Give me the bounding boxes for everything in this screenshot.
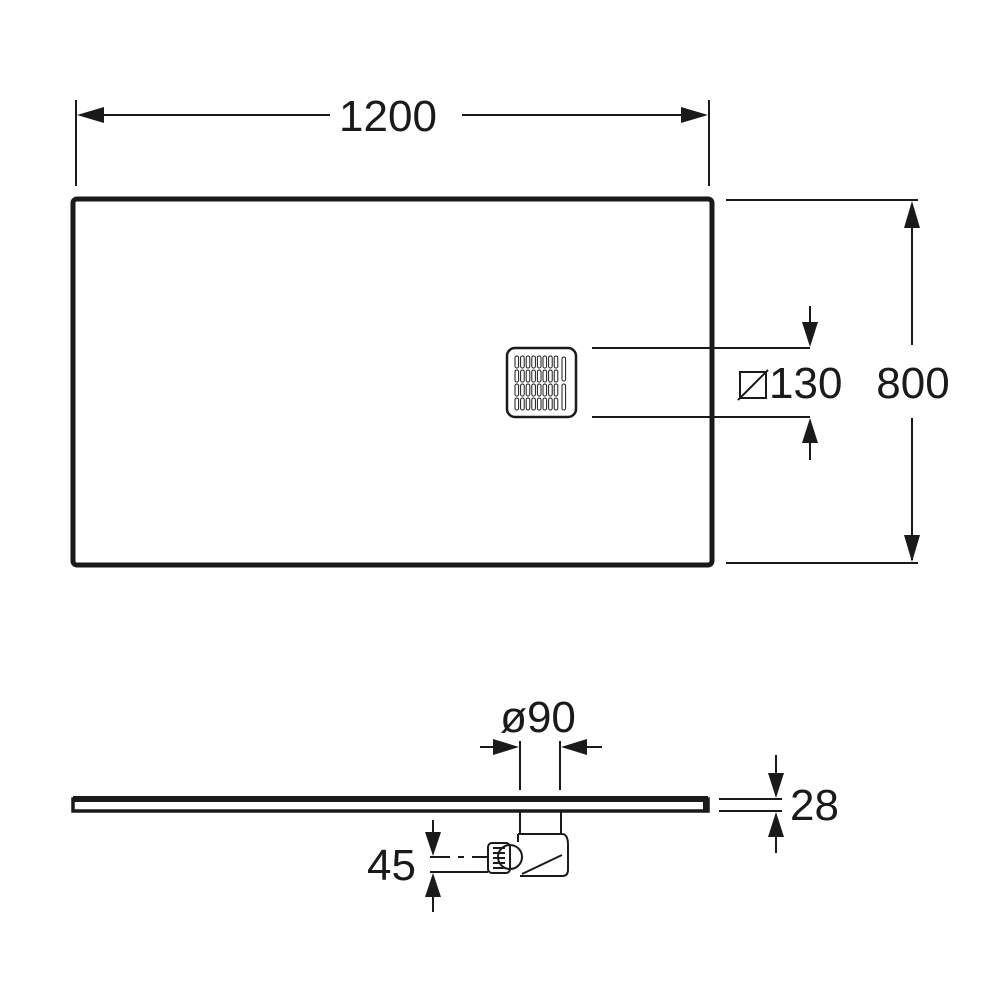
drain-slot bbox=[542, 369, 548, 383]
drain-slot bbox=[553, 355, 559, 369]
drain-size-label: 130 bbox=[769, 359, 842, 408]
tray-outline bbox=[70, 196, 715, 568]
drain-slot bbox=[553, 397, 559, 411]
drain-slot bbox=[542, 355, 548, 369]
trap-height-label: 45 bbox=[367, 841, 416, 890]
drain-grate bbox=[505, 346, 578, 419]
thickness-dimension: 28 bbox=[719, 755, 839, 853]
depth-label: 800 bbox=[876, 359, 949, 408]
waste-diameter-label: ø90 bbox=[500, 693, 576, 742]
drain-slot bbox=[553, 383, 559, 397]
width-dimension: 1200 bbox=[75, 92, 710, 186]
arrow-up-icon bbox=[768, 812, 784, 837]
drain-slot bbox=[514, 369, 520, 383]
arrow-up-icon bbox=[802, 418, 818, 443]
arrow-down-icon bbox=[425, 832, 441, 856]
drain-slot bbox=[514, 355, 520, 369]
drain-slot bbox=[548, 369, 553, 383]
waste-pipe bbox=[487, 741, 569, 877]
drain-slot bbox=[536, 369, 542, 383]
drain-slot bbox=[525, 397, 531, 411]
drain-slot bbox=[561, 356, 567, 382]
arrow-down-icon bbox=[768, 773, 784, 798]
drain-slot bbox=[531, 369, 536, 383]
width-label: 1200 bbox=[339, 92, 437, 141]
drain-slot bbox=[525, 355, 531, 369]
drain-slot bbox=[520, 397, 525, 411]
side-view: ø90 28 45 bbox=[71, 693, 839, 912]
trap-height-dimension: 45 bbox=[367, 820, 488, 912]
arrow-left-icon bbox=[77, 107, 104, 123]
drain-slot bbox=[520, 369, 525, 383]
drain-slot bbox=[514, 397, 520, 411]
drain-slot bbox=[531, 355, 536, 369]
drain-slot bbox=[531, 383, 536, 397]
drain-slot bbox=[536, 355, 542, 369]
arrow-down-icon bbox=[904, 535, 920, 562]
arrow-up-icon bbox=[904, 201, 920, 228]
depth-dimension: 800 bbox=[726, 199, 950, 564]
drain-slot bbox=[520, 383, 525, 397]
drain-slot bbox=[548, 397, 553, 411]
drain-slot bbox=[561, 383, 567, 411]
drain-slot bbox=[542, 397, 548, 411]
drain-slot bbox=[514, 383, 520, 397]
square-symbol-icon bbox=[737, 369, 769, 401]
drain-slot bbox=[553, 369, 559, 383]
drain-slot bbox=[542, 383, 548, 397]
drain-slot bbox=[525, 369, 531, 383]
drain-slot bbox=[520, 355, 525, 369]
waste-diameter-dimension: ø90 bbox=[480, 693, 602, 755]
drain-slot bbox=[531, 397, 536, 411]
drain-slot bbox=[536, 383, 542, 397]
top-view: 1200 800 130 bbox=[70, 92, 950, 568]
drain-size-dimension: 130 bbox=[592, 306, 842, 460]
arrow-left-icon bbox=[561, 739, 587, 755]
thickness-label: 28 bbox=[790, 781, 839, 830]
drain-slot bbox=[525, 383, 531, 397]
arrow-right-icon bbox=[493, 739, 519, 755]
drain-slot bbox=[548, 383, 553, 397]
arrow-right-icon bbox=[681, 107, 708, 123]
drain-slot bbox=[536, 397, 542, 411]
arrow-down-icon bbox=[802, 322, 818, 347]
drain-slot bbox=[548, 355, 553, 369]
arrow-up-icon bbox=[425, 873, 441, 897]
